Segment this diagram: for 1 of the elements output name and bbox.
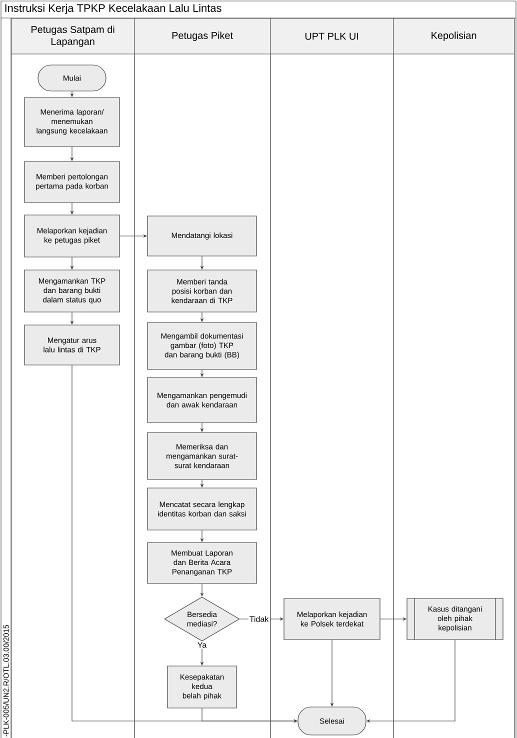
title: Instruksi Kerja TPKP Kecelakaan Lalu Lintas (5, 4, 222, 14)
